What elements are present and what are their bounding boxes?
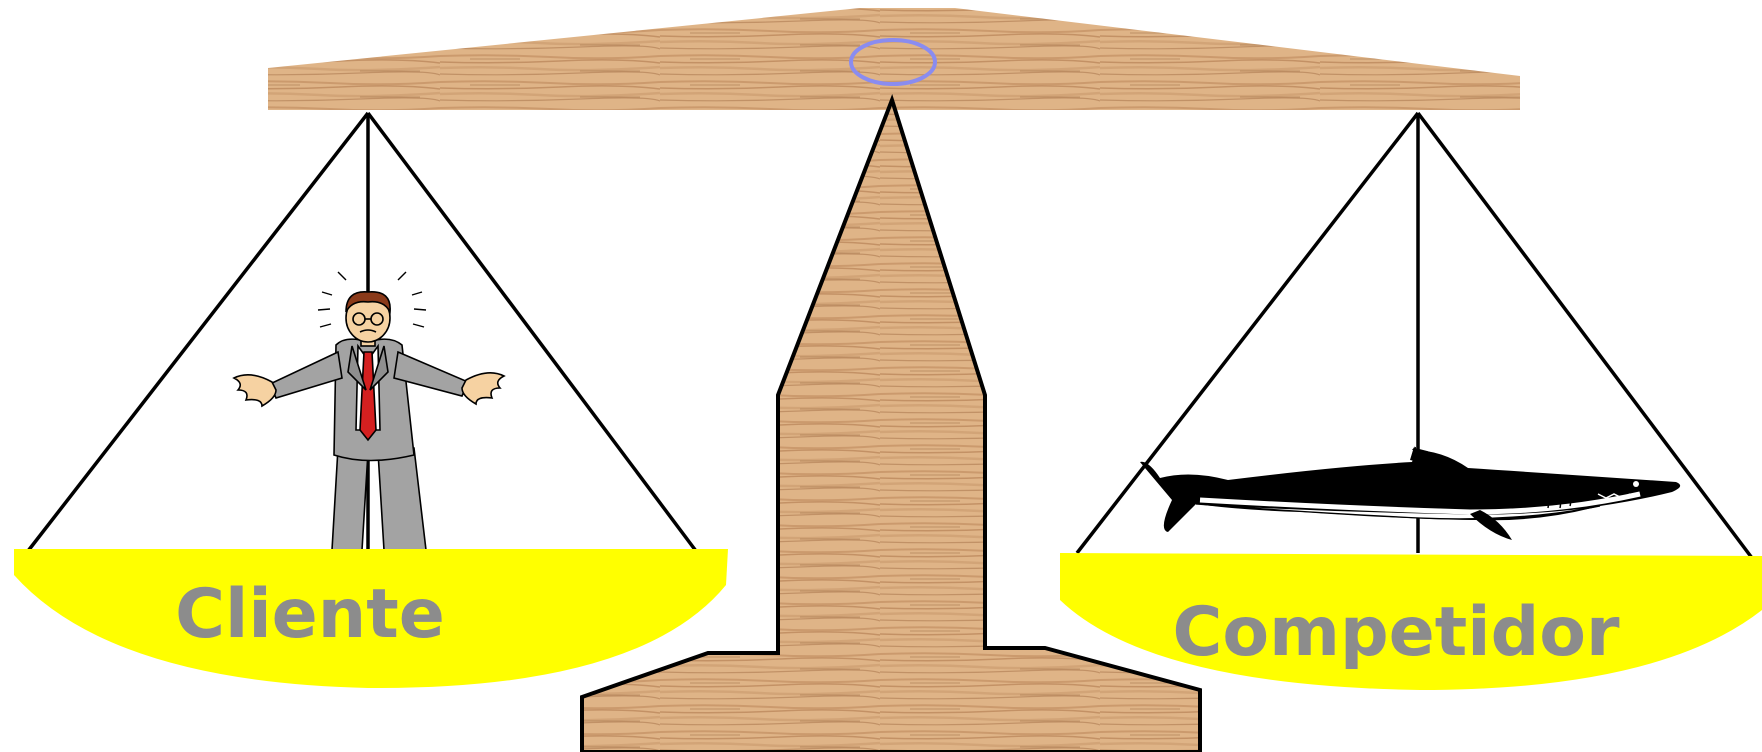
right-pan-label: Competidor [1172,593,1619,672]
left-pan-label: Cliente [175,575,445,654]
shark-eye [1633,481,1639,487]
scale-beam [268,8,1520,110]
shark-body [1140,447,1680,532]
scale-stand [582,100,1200,752]
shark-figure [1140,446,1680,540]
